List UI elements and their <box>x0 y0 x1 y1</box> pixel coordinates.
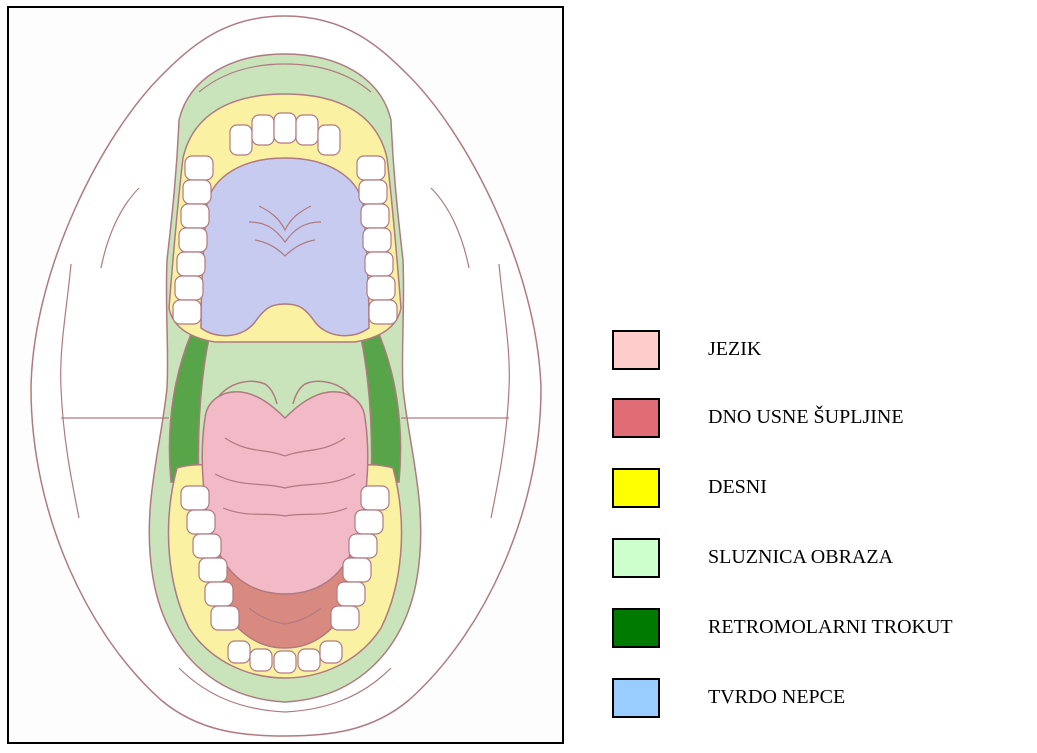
upper-tooth <box>185 156 213 180</box>
lower-tooth <box>343 558 371 582</box>
legend-swatch-retromolarni-trokut <box>612 608 660 648</box>
upper-tooth <box>369 300 397 324</box>
upper-tooth <box>357 156 385 180</box>
upper-tooth <box>181 204 209 228</box>
legend-label-retromolarni-trokut: RETROMOLARNI TROKUT <box>708 616 953 639</box>
lower-tooth <box>320 641 342 663</box>
legend-swatch-tvrdo-nepce <box>612 678 660 718</box>
lower-tooth <box>298 649 320 671</box>
lower-tooth <box>228 641 250 663</box>
legend-swatch-desni <box>612 468 660 508</box>
upper-tooth <box>359 180 387 204</box>
lower-tooth <box>337 582 365 606</box>
legend-swatch-dno-usne-supljine <box>612 398 660 438</box>
upper-tooth <box>361 204 389 228</box>
lower-tooth <box>181 486 209 510</box>
legend-label-desni: DESNI <box>708 476 767 499</box>
lower-tooth <box>331 606 359 630</box>
upper-tooth <box>367 276 395 300</box>
lower-tooth <box>199 558 227 582</box>
upper-tooth <box>183 180 211 204</box>
lower-tooth <box>355 510 383 534</box>
legend-label-sluznica-obraza: SLUZNICA OBRAZA <box>708 546 893 569</box>
lower-tooth <box>187 510 215 534</box>
legend-item-tvrdo-nepce: TVRDO NEPCE <box>612 678 1032 720</box>
legend-label-dno-usne-supljine: DNO USNE ŠUPLJINE <box>708 406 904 429</box>
oral-cavity-illustration <box>9 8 562 742</box>
upper-tooth <box>274 113 296 143</box>
upper-tooth <box>177 252 205 276</box>
upper-tooth <box>363 228 391 252</box>
legend-swatch-sluznica-obraza <box>612 538 660 578</box>
legend-item-retromolarni-trokut: RETROMOLARNI TROKUT <box>612 608 1032 650</box>
legend-item-sluznica-obraza: SLUZNICA OBRAZA <box>612 538 1032 580</box>
upper-tooth <box>252 115 274 145</box>
legend-item-desni: DESNI <box>612 468 1032 510</box>
upper-tooth <box>296 115 318 145</box>
lower-tooth <box>274 651 296 673</box>
lower-tooth <box>349 534 377 558</box>
lower-tooth <box>361 486 389 510</box>
lower-tooth <box>193 534 221 558</box>
upper-tooth <box>318 125 340 155</box>
legend-item-dno-usne-supljine: DNO USNE ŠUPLJINE <box>612 398 1032 440</box>
upper-tooth <box>173 300 201 324</box>
upper-tooth <box>175 276 203 300</box>
legend-label-tvrdo-nepce: TVRDO NEPCE <box>708 686 845 709</box>
legend-swatch-jezik <box>612 330 660 370</box>
legend-item-jezik: JEZIK <box>612 330 1032 372</box>
oral-cavity-figure <box>7 6 564 744</box>
lower-tooth <box>250 649 272 671</box>
lower-tooth <box>211 606 239 630</box>
upper-tooth <box>365 252 393 276</box>
lower-tooth <box>205 582 233 606</box>
legend-label-jezik: JEZIK <box>708 338 761 361</box>
upper-tooth <box>230 125 252 155</box>
upper-tooth <box>179 228 207 252</box>
